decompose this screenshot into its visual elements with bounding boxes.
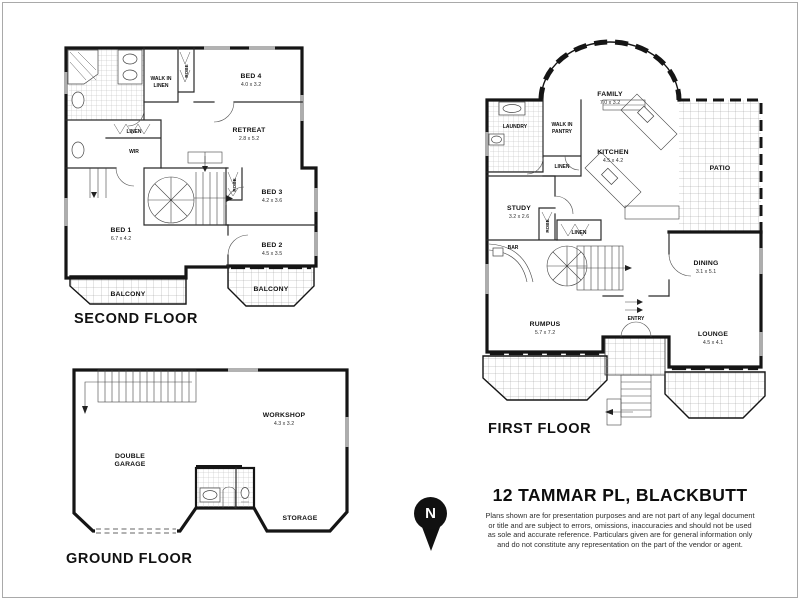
north-pin-tail xyxy=(422,527,440,551)
disclaimer-line: as sole and accurate reference. Particul… xyxy=(487,530,753,540)
room-label-linen-lower: LINEN xyxy=(572,230,587,236)
disclaimer-line: and do not constitute any representation… xyxy=(497,539,743,549)
first-floor-drawing: FAMILY 7.0 x 3.2 LAUNDRY WALK IN PANTRY … xyxy=(482,39,766,426)
robe-label-study: ROBE xyxy=(545,219,550,232)
door-arcs xyxy=(115,101,249,256)
second-floor-drawing: BED 4 4.0 x 3.2 RETREAT 2.8 x 5.2 WALK I… xyxy=(63,45,319,307)
laundry-fixtures xyxy=(488,101,526,146)
room-dims-bed1: 6.7 x 4.2 xyxy=(111,236,131,242)
room-label-laundry: LAUNDRY xyxy=(503,124,528,130)
stairs-first-floor xyxy=(546,245,643,313)
room-dims-bed3: 4.2 x 3.6 xyxy=(262,198,282,204)
room-dims-dining: 3.1 x 5.1 xyxy=(696,269,716,275)
room-label-storage: STORAGE xyxy=(283,515,318,522)
window-marks xyxy=(63,45,319,256)
room-label-retreat: RETREAT xyxy=(233,127,267,134)
room-label-kitchen: KITCHEN xyxy=(597,149,629,156)
room-label-walk-in-linen-2: LINEN xyxy=(154,83,169,89)
room-dims-retreat: 2.8 x 5.2 xyxy=(239,136,259,142)
room-label-pantry-1: WALK IN xyxy=(551,122,572,128)
room-label-dining: DINING xyxy=(694,260,719,267)
lounge-porch xyxy=(664,371,766,419)
ground-floor-drawing: WORKSHOP 4.3 x 3.2 DOUBLE GARAGE STORAGE xyxy=(72,367,350,535)
disclaimer-text: Plans shown are for presentation purpose… xyxy=(460,511,780,549)
outer-walls xyxy=(485,98,763,369)
north-pin-circle: N xyxy=(414,497,447,530)
room-dims-kitchen: 4.5 x 4.2 xyxy=(603,158,623,164)
room-label-linen: LINEN xyxy=(127,129,142,135)
stairs-ground-floor xyxy=(82,369,197,414)
robe-hanging-symbols xyxy=(113,51,239,197)
room-label-rumpus: RUMPUS xyxy=(530,321,561,328)
family-bay xyxy=(538,39,682,101)
entry-porch xyxy=(604,336,666,376)
first-floor-title: FIRST FLOOR xyxy=(488,421,592,437)
kitchen-benches xyxy=(584,93,680,220)
ground-floor-title: GROUND FLOOR xyxy=(66,551,193,567)
room-label-bed3: BED 3 xyxy=(261,189,282,196)
bathroom-fixtures xyxy=(67,49,143,159)
room-label-bar: BAR xyxy=(508,245,519,251)
room-label-patio: PATIO xyxy=(710,165,731,172)
disclaimer-line: or title and are subject to errors, omis… xyxy=(488,520,752,530)
room-label-workshop: WORKSHOP xyxy=(263,412,306,419)
room-label-pantry-2: PANTRY xyxy=(552,129,573,135)
room-dims-bed2: 4.5 x 3.5 xyxy=(262,251,282,257)
room-label-study: STUDY xyxy=(507,205,531,212)
interior-walls xyxy=(486,99,670,297)
stairs-second-floor xyxy=(89,151,233,225)
room-label-garage-2: GARAGE xyxy=(114,461,145,468)
room-dims-workshop: 4.3 x 3.2 xyxy=(274,421,294,427)
north-indicator: N xyxy=(410,497,454,559)
room-label-linen-upper: LINEN xyxy=(555,164,570,170)
ground-floor-plan: WORKSHOP 4.3 x 3.2 DOUBLE GARAGE STORAGE xyxy=(68,362,353,552)
room-label-bed2: BED 2 xyxy=(261,242,282,249)
robe-label-bed3: ROBE xyxy=(232,178,237,191)
bar-counter xyxy=(488,243,534,283)
window-marks xyxy=(484,132,764,356)
room-dims-family: 7.0 x 3.2 xyxy=(600,100,620,106)
robe-label-bed4: ROBE xyxy=(184,64,189,77)
room-label-lounge: LOUNGE xyxy=(698,331,729,338)
room-label-entry: ENTRY xyxy=(628,316,645,322)
room-label-wir: WIR xyxy=(129,149,139,155)
room-dims-bed4: 4.0 x 3.2 xyxy=(241,82,261,88)
rumpus-porch xyxy=(482,355,608,401)
window-marks xyxy=(228,367,350,447)
garage-door xyxy=(95,526,177,535)
disclaimer-line: Plans shown are for presentation purpose… xyxy=(485,511,755,520)
room-dims-study: 3.2 x 2.6 xyxy=(509,214,529,220)
room-dims-rumpus: 5.7 x 7.2 xyxy=(535,330,555,336)
room-label-garage-1: DOUBLE xyxy=(115,453,145,460)
door-arcs xyxy=(526,155,692,338)
entry-steps xyxy=(605,374,652,426)
balcony-left-area xyxy=(69,275,187,305)
room-label-walk-in-linen-1: WALK IN xyxy=(150,76,171,82)
bathroom-block xyxy=(194,465,256,510)
robe-hanging-symbols xyxy=(541,211,590,237)
first-floor-plan: FAMILY 7.0 x 3.2 LAUNDRY WALK IN PANTRY … xyxy=(473,36,771,481)
room-label-bed1: BED 1 xyxy=(110,227,131,234)
room-label-family: FAMILY xyxy=(597,91,623,98)
north-label: N xyxy=(425,505,436,522)
room-label-balcony-right: BALCONY xyxy=(253,286,288,293)
room-label-balcony-left: BALCONY xyxy=(110,291,145,298)
interior-walls xyxy=(65,47,317,268)
room-label-bed4: BED 4 xyxy=(240,73,261,80)
room-dims-lounge: 4.5 x 4.1 xyxy=(703,340,723,346)
address-title: 12 TAMMAR PL, BLACKBUTT xyxy=(492,485,748,505)
second-floor-plan: BED 4 4.0 x 3.2 RETREAT 2.8 x 5.2 WALK I… xyxy=(56,40,324,320)
second-floor-title: SECOND FLOOR xyxy=(74,311,199,327)
